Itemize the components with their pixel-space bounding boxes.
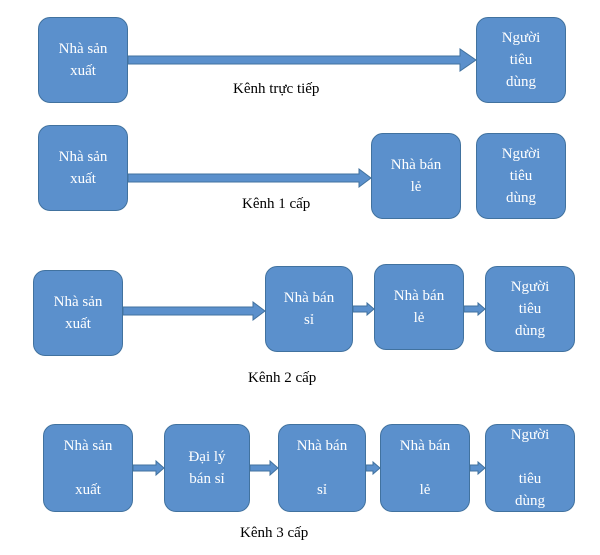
node-label: Người tiêu dùng bbox=[510, 427, 550, 509]
node-agent-level3: Đại lý bán sỉ bbox=[164, 424, 250, 512]
node-consumer-level3: Người tiêu dùng bbox=[485, 424, 575, 512]
channel-label-direct: Kênh trực tiếp bbox=[233, 81, 320, 97]
channel-label-level1: Kênh 1 cấp bbox=[242, 196, 311, 212]
node-wholesaler-level2: Nhà bán sỉ bbox=[265, 266, 353, 352]
node-label: Nhà bán sỉ bbox=[283, 290, 335, 328]
node-label: Nhà bán lẻ bbox=[390, 157, 442, 195]
node-consumer-direct: Người tiêu dùng bbox=[476, 17, 566, 103]
node-label: Người tiêu dùng bbox=[501, 146, 541, 206]
flow-arrow bbox=[122, 301, 266, 321]
node-producer-direct: Nhà sản xuất bbox=[38, 17, 128, 103]
node-producer-level2: Nhà sản xuất bbox=[33, 270, 123, 356]
node-label: Nhà bán lẻ bbox=[393, 288, 445, 326]
flow-arrow bbox=[132, 459, 165, 477]
channel-label-level2: Kênh 2 cấp bbox=[248, 370, 317, 386]
node-retailer-level1: Nhà bán lẻ bbox=[371, 133, 461, 219]
node-label: Nhà sản xuất bbox=[63, 438, 113, 498]
node-label: Nhà bán sỉ bbox=[296, 438, 348, 498]
node-label: Nhà sản xuất bbox=[58, 149, 108, 187]
node-retailer-level2: Nhà bán lẻ bbox=[374, 264, 464, 350]
node-consumer-level2: Người tiêu dùng bbox=[485, 266, 575, 352]
flow-arrow bbox=[463, 301, 486, 317]
node-consumer-level1: Người tiêu dùng bbox=[476, 133, 566, 219]
node-label: Người tiêu dùng bbox=[510, 279, 550, 339]
node-label: Nhà sản xuất bbox=[53, 294, 103, 332]
flow-arrow bbox=[365, 460, 381, 476]
node-retailer-level3: Nhà bán lẻ bbox=[380, 424, 470, 512]
node-producer-level3: Nhà sản xuất bbox=[43, 424, 133, 512]
node-label: Nhà sản xuất bbox=[58, 41, 108, 79]
flow-arrow bbox=[352, 301, 375, 317]
node-label: Nhà bán lẻ bbox=[399, 438, 451, 498]
node-label: Người tiêu dùng bbox=[501, 30, 541, 90]
node-producer-level1: Nhà sản xuất bbox=[38, 125, 128, 211]
flow-arrow bbox=[249, 459, 279, 477]
flow-arrow bbox=[127, 48, 477, 72]
flow-arrow bbox=[127, 168, 372, 188]
node-wholesaler-level3: Nhà bán sỉ bbox=[278, 424, 366, 512]
flow-arrow bbox=[469, 460, 486, 476]
node-label: Đại lý bán sỉ bbox=[188, 449, 226, 487]
channel-label-level3: Kênh 3 cấp bbox=[240, 525, 309, 541]
